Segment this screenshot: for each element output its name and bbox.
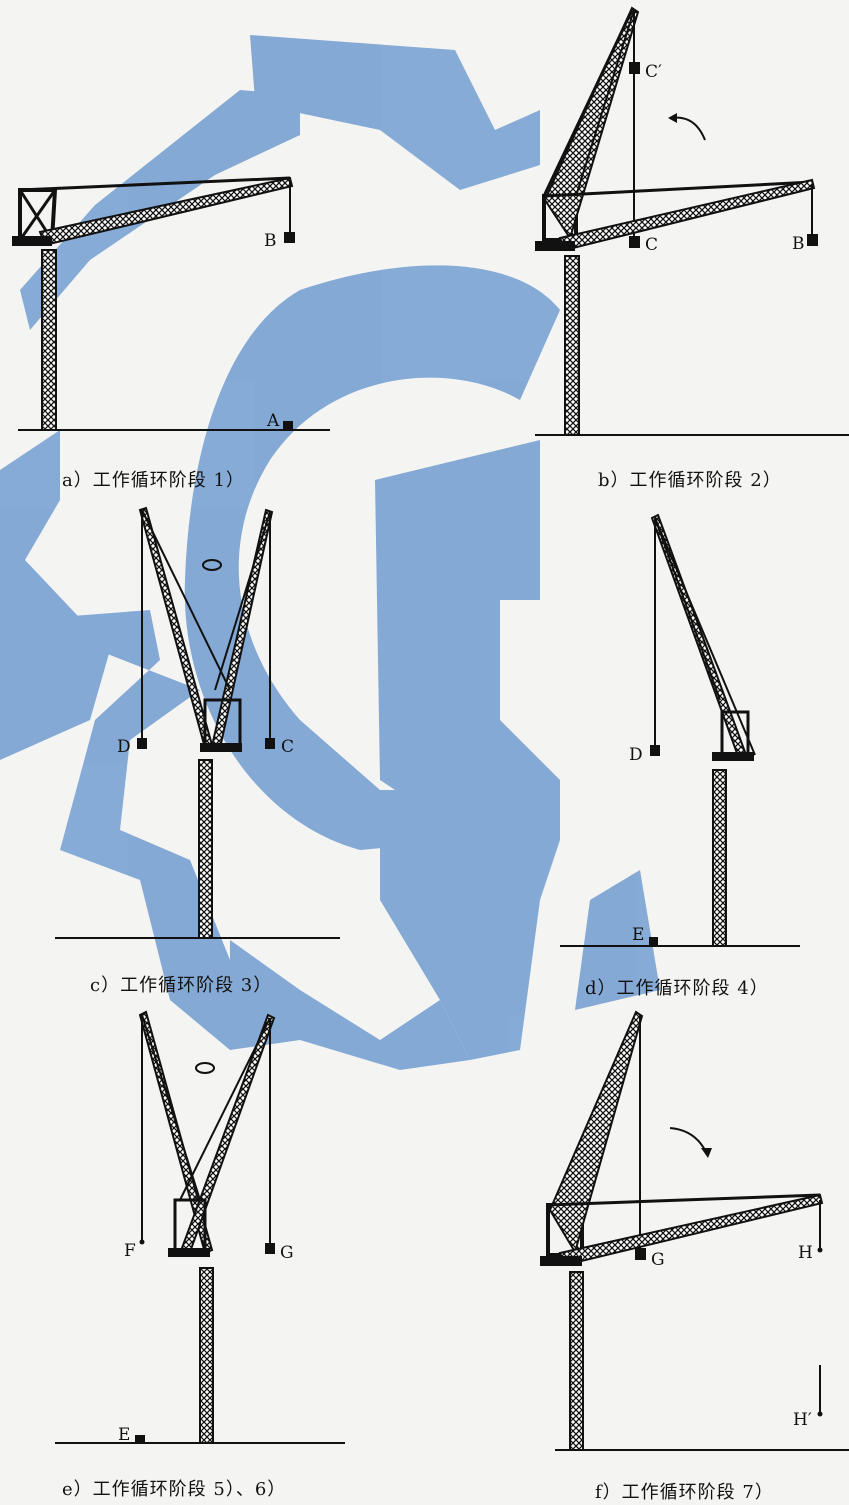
panel-a-crane: B A [12,176,330,431]
caption-d: d）工作循环阶段 4） [585,978,769,999]
point-label: F [124,1241,136,1261]
panel-b-crane: C′ C B [535,6,849,436]
jib [558,1193,824,1267]
point-label: E [118,1425,130,1445]
point-label: D [629,745,643,765]
load-marker [649,937,658,945]
load-marker [283,421,293,430]
hook-block [284,232,295,243]
jib-left [138,1010,214,1255]
point-label: H′ [793,1410,812,1430]
slewing-platform [535,241,575,251]
jib-right [180,1013,276,1254]
point-label: C′ [645,62,662,82]
point-label: A [266,411,280,431]
point-label: G [280,1243,294,1263]
panel-d-crane: D E [560,513,800,947]
slewing-platform [540,1256,582,1266]
panel-e-crane: F G E [55,1010,345,1445]
slewing-platform [168,1248,210,1257]
tower-mast [564,255,580,436]
point-label: B [792,234,805,254]
caption-a: a）工作循环阶段 1） [62,470,245,491]
hook-block [265,738,275,749]
tower-mast [199,1267,214,1444]
hook-block [807,234,818,246]
hook-block [265,1243,275,1254]
jib [558,178,816,252]
point-label: C [281,737,294,757]
tower-mast [569,1271,584,1451]
point-label: G [651,1250,665,1270]
pendant-line [19,176,291,192]
tower-mast [198,759,213,939]
slewing-platform [12,236,52,246]
caption-b: b）工作循环阶段 2） [598,470,782,491]
caption-e: e）工作循环阶段 5）、6） [62,1479,287,1500]
point-label: C [645,235,658,255]
slew-rotation-icon [202,559,222,571]
slewing-platform [200,743,242,752]
point-label: E [632,925,644,945]
hook-block [629,62,640,74]
tower-mast [41,249,57,431]
raised-jib [548,1010,644,1255]
hook-block [629,236,640,248]
panel-c-crane: D C [55,506,340,939]
caption-c: c）工作循环阶段 3） [90,975,273,996]
point-label: D [117,737,131,757]
caption-f: f）工作循环阶段 7） [595,1482,774,1503]
curved-arrow-icon [669,1127,707,1153]
hook-block [137,738,147,749]
point-label: H [798,1243,813,1263]
panel-f-crane: G H H′ [540,1010,849,1451]
slew-rotation-icon [195,1062,215,1074]
hook-block [650,745,660,756]
slewing-platform [712,752,754,761]
hook-block [635,1248,646,1260]
load-marker [135,1435,145,1443]
point-label: B [264,231,277,251]
tower-mast [712,769,727,947]
